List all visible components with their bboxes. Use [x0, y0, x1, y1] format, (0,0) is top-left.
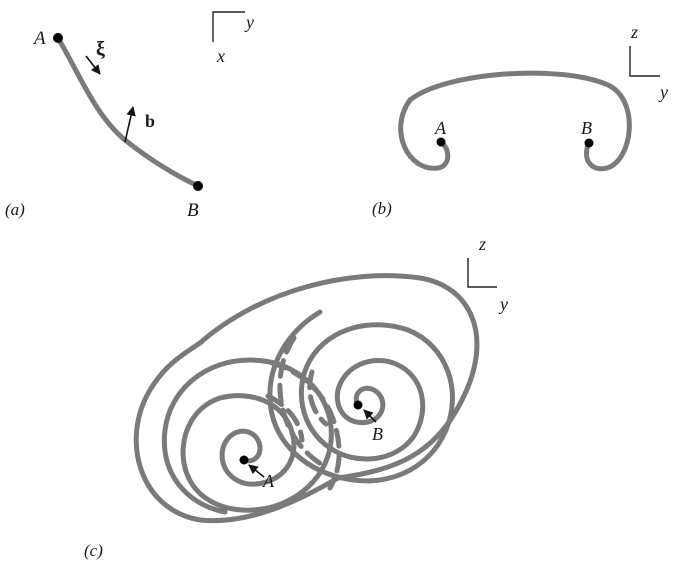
- burgers-vector-arrow: [124, 106, 136, 143]
- axis-c-horizontal: y: [498, 294, 508, 314]
- pointer-b: [363, 409, 377, 423]
- outer-envelope: [133, 273, 480, 524]
- pointer-a: [248, 464, 265, 478]
- axis-b-horizontal: y: [658, 82, 668, 102]
- panel-a-tag: (a): [5, 200, 25, 219]
- panel-a: A B ξ b y x (a): [5, 11, 254, 221]
- label-b-right: B: [581, 118, 592, 138]
- axis-b-vertical: z: [630, 22, 638, 42]
- point-a-start: [53, 33, 63, 43]
- axis-c-vertical: z: [478, 234, 486, 254]
- spiral-around-b: [267, 309, 455, 484]
- axes-a: y x: [212, 11, 254, 66]
- label-a-start: A: [32, 28, 46, 49]
- point-b-left: [436, 137, 446, 147]
- label-a-end: B: [187, 200, 199, 221]
- label-b-left: A: [434, 118, 447, 138]
- label-line-direction: ξ: [96, 38, 105, 60]
- line-direction-arrow: [85, 55, 101, 75]
- point-a-end: [193, 181, 203, 191]
- axis-a-horizontal: y: [244, 12, 254, 32]
- axis-a-vertical: x: [216, 46, 225, 66]
- panel-c-tag: (c): [84, 541, 103, 560]
- axes-c: z y: [467, 234, 508, 314]
- point-c-a: [239, 455, 249, 465]
- label-burgers-vector: b: [145, 111, 155, 131]
- label-c-b: B: [372, 424, 383, 444]
- panel-b-tag: (b): [372, 199, 392, 218]
- spiral-around-b-dashed: [277, 335, 329, 469]
- spiral-around-a: [161, 357, 334, 515]
- point-b-right: [584, 138, 594, 148]
- panel-c: A B z y (c): [84, 234, 508, 560]
- dislocation-line-a: [55, 35, 201, 189]
- label-c-a: A: [262, 471, 275, 491]
- dislocation-line-b: [398, 70, 632, 172]
- point-c-b: [353, 400, 363, 410]
- panel-b: A B z y (b): [372, 22, 668, 218]
- axes-b: z y: [629, 22, 668, 102]
